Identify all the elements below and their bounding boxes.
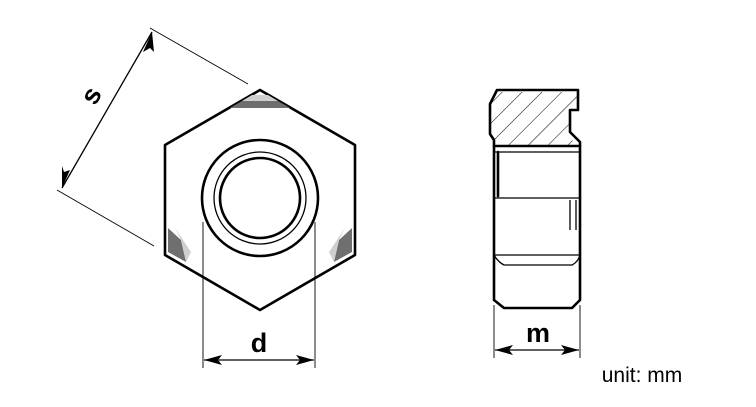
weld-projection-left [168, 228, 186, 262]
flat-curve [493, 254, 581, 266]
m-label: m [526, 318, 550, 348]
side-outline [488, 88, 582, 310]
unit-note: unit: mm [602, 364, 683, 387]
weld-projection-top-inner [242, 95, 278, 101]
m-arrow-left [495, 345, 513, 355]
thread-circle [213, 151, 307, 245]
chamfer-circle [200, 138, 320, 258]
s-arrow-top [143, 32, 154, 52]
front-view: s d [56, 27, 357, 368]
weld-projection-right-inner [329, 228, 345, 262]
section-hatch [490, 92, 578, 146]
d-arrow-right [296, 355, 314, 365]
side-view: m [488, 88, 582, 358]
s-arrow-bottom [62, 166, 70, 188]
hexagon-outline [163, 88, 357, 312]
weld-projection-top [230, 101, 290, 108]
m-arrow-right [561, 345, 579, 355]
d-label: d [251, 328, 268, 358]
s-label: s [74, 81, 107, 109]
weld-projection-right [334, 228, 352, 262]
bore-circle [218, 156, 302, 240]
s-dimension-line [61, 31, 153, 189]
d-arrow-left [204, 355, 222, 365]
s-extension-bottom [56, 189, 155, 247]
s-extension-top [149, 27, 249, 85]
weld-projection-left-inner [175, 228, 191, 262]
